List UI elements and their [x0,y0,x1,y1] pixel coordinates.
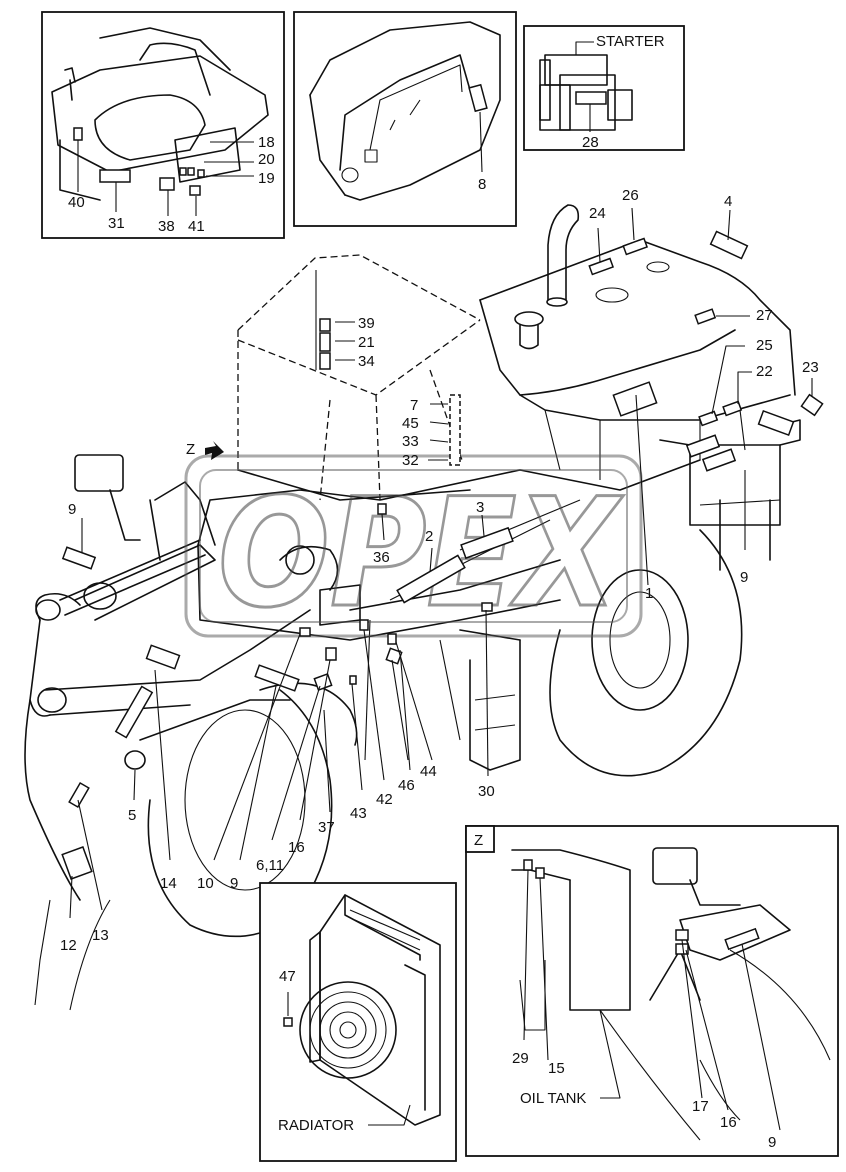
seat-part-19: 19 [258,170,275,187]
part-label-46: 46 [398,777,415,794]
inset-view-z: Z 29 15 17 16 9 OIL TANK [465,825,839,1157]
part-label-43: 43 [350,805,367,822]
part-label-6-11: 6,11 [256,857,284,874]
part-label-45: 45 [402,415,419,432]
view-z-arrow-icon [205,441,224,460]
z-part-17: 17 [692,1098,709,1115]
part-label-44: 44 [420,763,437,780]
radiator-title: RADIATOR [278,1117,354,1134]
part-label-34: 34 [358,353,375,370]
seat-part-31: 31 [108,215,125,232]
leader-lines [69,207,813,919]
inset-seat-console: 18 20 19 40 31 38 41 [41,11,285,239]
main-part-labels: 24 26 4 27 25 22 23 39 21 34 7 45 33 32 … [60,187,819,954]
seat-part-20: 20 [258,151,275,168]
wheel-loader-drawing [24,204,801,1011]
part-label-37: 37 [318,819,335,836]
part-label-9-front: 9 [68,501,76,518]
part-label-9-rear: 9 [740,569,748,586]
oil-tank-label: OIL TANK [520,1090,586,1107]
part-label-42: 42 [376,791,393,808]
seat-part-18: 18 [258,134,275,151]
part-label-14: 14 [160,875,177,892]
z-part-16: 16 [720,1114,737,1131]
part-label-36: 36 [373,549,390,566]
part-label-16: 16 [288,839,305,856]
starter-title: STARTER [596,33,665,50]
part-label-32: 32 [402,452,419,469]
z-part-29: 29 [512,1050,529,1067]
part-label-26: 26 [622,187,639,204]
inset-radiator: 47 RADIATOR [259,882,457,1162]
part-label-30: 30 [478,783,495,800]
part-label-9-mid: 9 [230,875,238,892]
starter-part-28: 28 [582,134,599,151]
part-label-33: 33 [402,433,419,450]
dash-part-8: 8 [478,176,486,193]
part-label-2: 2 [425,528,433,545]
watermark-text: OPEX [218,467,624,641]
part-label-4: 4 [724,193,732,210]
part-label-21: 21 [358,334,375,351]
part-label-25: 25 [756,337,773,354]
part-label-39: 39 [358,315,375,332]
part-label-12: 12 [60,937,77,954]
radiator-part-47: 47 [279,968,296,985]
part-label-10: 10 [197,875,214,892]
seat-part-40: 40 [68,194,85,211]
z-part-15: 15 [548,1060,565,1077]
part-label-7: 7 [410,397,418,414]
seat-part-38: 38 [158,218,175,235]
part-label-13: 13 [92,927,109,944]
seat-part-41: 41 [188,218,205,235]
part-label-24: 24 [589,205,606,222]
part-label-3: 3 [476,499,484,516]
main-decals [61,230,824,880]
watermark: OPEX [184,454,643,643]
z-part-9: 9 [768,1134,776,1151]
inset-starter: STARTER 28 [523,25,685,151]
view-z-title: Z [474,832,483,849]
part-label-22: 22 [756,363,773,380]
inset-dash: 8 [293,11,517,227]
part-label-23: 23 [802,359,819,376]
part-label-1: 1 [645,585,653,602]
view-z-marker: Z [186,441,195,458]
part-label-5: 5 [128,807,136,824]
part-label-27: 27 [756,307,773,324]
